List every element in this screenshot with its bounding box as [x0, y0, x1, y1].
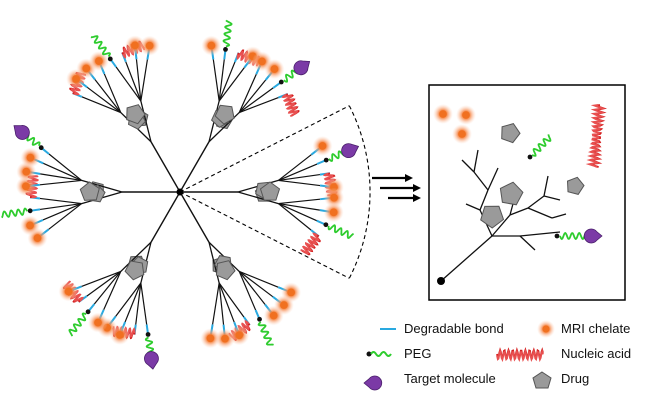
- legend: Degradable bond MRI chelate PEG Nucleic …: [363, 320, 631, 391]
- mri-chelate-icon: [433, 104, 453, 124]
- mri-chelate-icon: [452, 124, 472, 144]
- drug-icon: [124, 260, 145, 281]
- drug-icon: [499, 181, 524, 206]
- target-molecule-icon: [144, 351, 159, 370]
- sector-edge-top: [179, 105, 350, 193]
- nucleic-acid-icon: [585, 104, 608, 168]
- mri-chelate-icon: [88, 312, 109, 333]
- peg-icon: [366, 351, 392, 357]
- legend-drug: Drug: [561, 371, 589, 386]
- zoom-sector: [179, 105, 371, 279]
- mri-chelate-icon: [312, 135, 333, 156]
- arrows-icon: [372, 174, 421, 202]
- dendrimer-branch: [66, 35, 181, 193]
- legend-target-molecule: Target molecule: [404, 371, 496, 386]
- legend-peg: PEG: [404, 346, 431, 361]
- drug-icon: [480, 205, 505, 229]
- drug-icon: [126, 104, 146, 125]
- peg-icon: [1, 207, 33, 219]
- nucleic-acid-icon: [281, 93, 300, 118]
- mri-chelate-icon: [324, 187, 345, 208]
- mri-chelate-icon: [323, 202, 344, 223]
- nucleic-acid-icon: [300, 232, 321, 256]
- mri-chelate-icon: [200, 328, 221, 349]
- sector-edge-bottom: [179, 191, 350, 279]
- mri-chelate-icon: [15, 176, 36, 197]
- peg-icon: [527, 134, 552, 160]
- dendrimer-branch: [58, 191, 181, 370]
- mri-chelate-icon: [537, 320, 555, 338]
- legend-degradable-bond: Degradable bond: [404, 321, 504, 336]
- dendrimer: [1, 19, 360, 370]
- mri-chelate-icon: [201, 35, 222, 56]
- drug-icon: [214, 104, 235, 125]
- mri-chelate-icon: [20, 215, 41, 236]
- target-molecule-icon: [13, 125, 30, 140]
- sector-arc: [348, 105, 371, 279]
- dendrimer-branch: [180, 135, 360, 256]
- peg-icon: [323, 222, 354, 239]
- dendrimer-branch: [1, 125, 180, 249]
- nucleic-acid-icon: [496, 347, 544, 363]
- legend-mri-chelate: MRI chelate: [561, 321, 630, 336]
- peg-icon: [90, 35, 113, 62]
- mri-chelate-icon: [88, 51, 109, 72]
- drug-icon: [501, 123, 521, 144]
- mri-chelate-icon: [124, 35, 145, 56]
- peg-icon: [68, 309, 91, 337]
- legend-nucleic-acid: Nucleic acid: [561, 346, 631, 361]
- dendrimer-branch: [179, 191, 302, 349]
- dendrimer-branch: [179, 19, 311, 193]
- target-molecule-icon: [341, 143, 360, 159]
- nucleic-acid-icon: [496, 347, 544, 363]
- target-molecule-icon: [293, 60, 311, 76]
- drug-icon: [215, 260, 236, 281]
- peg-icon: [222, 19, 233, 52]
- mri-chelate-icon: [58, 281, 79, 302]
- mri-chelate-icon: [456, 105, 476, 125]
- mri-chelate-icon: [20, 147, 41, 168]
- target-molecule-icon: [583, 228, 603, 244]
- target-molecule-icon: [363, 375, 383, 391]
- target-molecule-icon: [363, 375, 383, 391]
- drug-icon: [532, 371, 552, 389]
- panel-content: [433, 104, 608, 285]
- fragment-core: [437, 277, 445, 285]
- mri-chelate-icon: [263, 305, 284, 326]
- drug-icon: [259, 181, 281, 201]
- drug-icon: [566, 176, 585, 195]
- mri-chelate-icon: [139, 35, 160, 56]
- mri-chelate-icon: [264, 59, 285, 80]
- peg-icon: [257, 316, 274, 346]
- mri-chelate-icon: [215, 328, 236, 349]
- drug-icon: [79, 181, 100, 201]
